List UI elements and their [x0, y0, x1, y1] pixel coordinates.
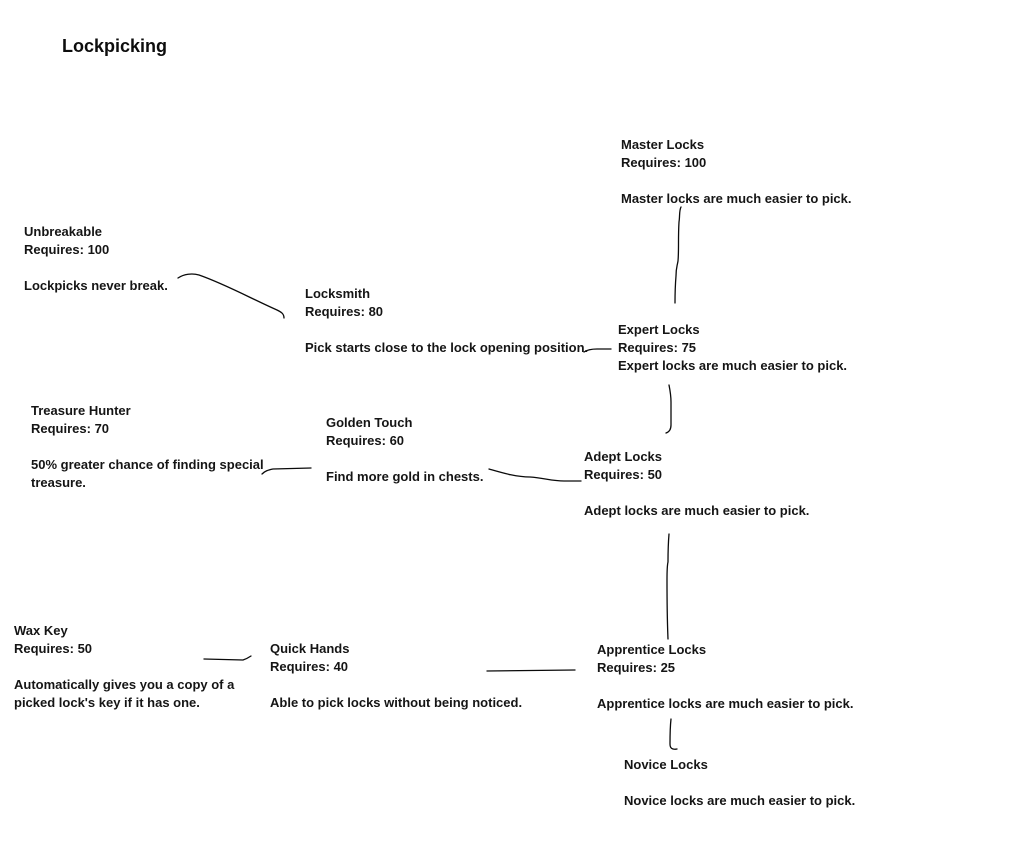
perk-name: Unbreakable: [24, 224, 103, 239]
perk-apprentice-locks: Apprentice Locks Requires: 25 Apprentice…: [597, 641, 867, 713]
perk-name: Apprentice Locks: [597, 642, 707, 657]
perk-requires: Requires: 70: [31, 421, 110, 436]
perk-name: Treasure Hunter: [31, 403, 131, 418]
perk-requires: Requires: 50: [584, 467, 663, 482]
perk-requires: Requires: 40: [270, 659, 349, 674]
perk-expert-locks: Expert Locks Requires: 75 Expert locks a…: [618, 321, 868, 375]
perk-locksmith: Locksmith Requires: 80 Pick starts close…: [305, 285, 605, 357]
perk-requires: Requires: 50: [14, 641, 93, 656]
perk-requires: Requires: 80: [305, 304, 384, 319]
connector-apprentice-novice: [669, 718, 678, 750]
perk-adept-locks: Adept Locks Requires: 50 Adept locks are…: [584, 448, 824, 520]
perk-name: Wax Key: [14, 623, 68, 638]
perk-requires: Requires: 100: [621, 155, 707, 170]
perk-requires: Requires: 75: [618, 340, 697, 355]
connector-adept-apprentice: [666, 533, 670, 640]
connector-expert-adept: [665, 384, 672, 434]
perk-name: Novice Locks: [624, 757, 708, 772]
perk-novice-locks: Novice Locks Novice locks are much easie…: [624, 756, 874, 810]
perk-treasure-hunter: Treasure Hunter Requires: 70 50% greater…: [31, 402, 286, 492]
perk-name: Golden Touch: [326, 415, 413, 430]
perk-description: Find more gold in chests.: [326, 469, 484, 484]
perk-description: Adept locks are much easier to pick.: [584, 503, 810, 518]
perk-name: Master Locks: [621, 137, 705, 152]
perk-name: Locksmith: [305, 286, 371, 301]
perk-name: Adept Locks: [584, 449, 663, 464]
perk-name: Quick Hands: [270, 641, 350, 656]
perk-master-locks: Master Locks Requires: 100 Master locks …: [621, 136, 861, 208]
perk-wax-key: Wax Key Requires: 50 Automatically gives…: [14, 622, 259, 712]
perk-description: Apprentice locks are much easier to pick…: [597, 696, 854, 711]
perk-requires: Requires: 25: [597, 660, 676, 675]
perk-description: 50% greater chance of finding special tr…: [31, 457, 264, 490]
connector-master-expert: [674, 206, 682, 304]
perk-requires: Requires: 60: [326, 433, 405, 448]
perk-golden-touch: Golden Touch Requires: 60 Find more gold…: [326, 414, 526, 486]
perk-quick-hands: Quick Hands Requires: 40 Able to pick lo…: [270, 640, 550, 712]
perk-unbreakable: Unbreakable Requires: 100 Lockpicks neve…: [24, 223, 264, 295]
perk-requires: Requires: 100: [24, 242, 110, 257]
perk-name: Expert Locks: [618, 322, 700, 337]
page-title: Lockpicking: [62, 36, 168, 56]
perk-description: Expert locks are much easier to pick.: [618, 358, 848, 373]
perk-description: Able to pick locks without being noticed…: [270, 695, 523, 710]
perk-description: Novice locks are much easier to pick.: [624, 793, 856, 808]
perk-description: Lockpicks never break.: [24, 278, 168, 293]
perk-description: Master locks are much easier to pick.: [621, 191, 852, 206]
perk-description: Automatically gives you a copy of a pick…: [14, 677, 235, 710]
perk-description: Pick starts close to the lock opening po…: [305, 340, 589, 355]
